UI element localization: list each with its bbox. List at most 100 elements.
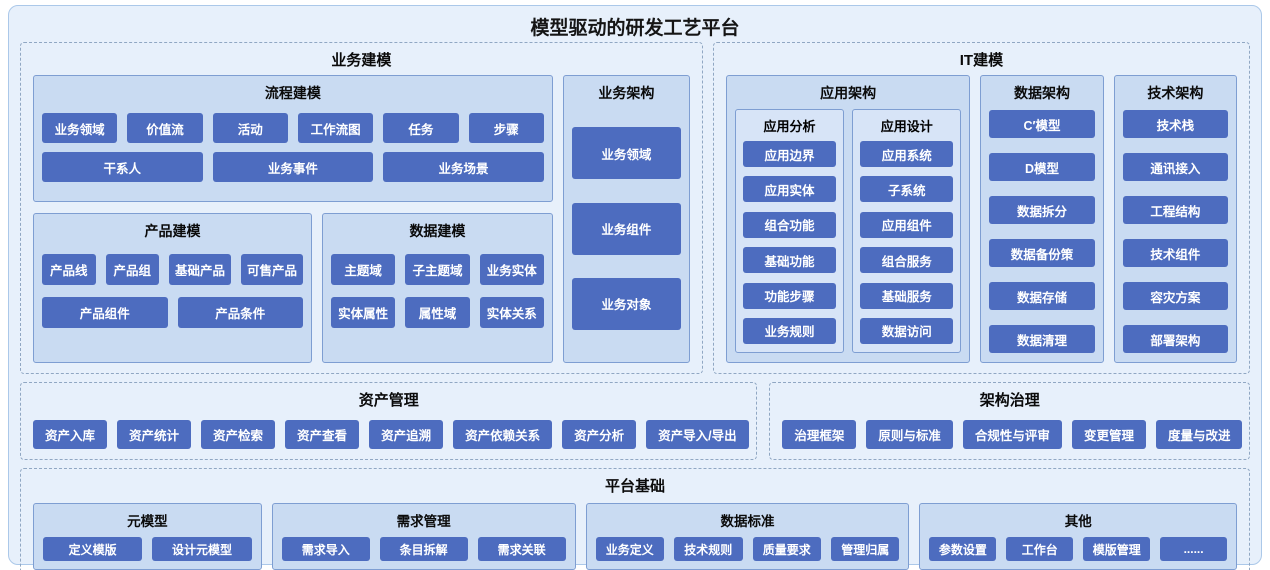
section-architecture-governance: 架构治理 治理框架 原则与标准 合规性与评审 变更管理 度量与改进 xyxy=(769,382,1250,460)
module-tile[interactable]: 工作台 xyxy=(1006,537,1074,561)
module-tile[interactable]: 资产统计 xyxy=(117,420,192,449)
module-tile[interactable]: 资产入库 xyxy=(33,420,108,449)
module-tile[interactable]: 工作流图 xyxy=(297,113,374,143)
module-tile[interactable]: 技术规则 xyxy=(674,537,743,561)
module-tile[interactable]: 功能步骤 xyxy=(742,282,837,309)
module-tile[interactable]: 基础服务 xyxy=(860,282,954,309)
module-tile[interactable]: 需求导入 xyxy=(281,537,370,561)
module-tile[interactable]: ...... xyxy=(1160,537,1228,561)
module-tile[interactable]: 实体关系 xyxy=(479,297,544,328)
module-tile[interactable]: 数据备份策 xyxy=(989,239,1095,267)
module-tile[interactable]: 业务领域 xyxy=(571,127,681,180)
module-tile[interactable]: 步骤 xyxy=(468,113,544,143)
tile-row: 业务定义 技术规则 质量要求 管理归属 xyxy=(595,537,900,561)
module-tile[interactable]: 资产查看 xyxy=(285,420,360,449)
module-tile[interactable]: 资产追溯 xyxy=(369,420,444,449)
module-tile[interactable]: 业务规则 xyxy=(742,317,837,344)
panel-technology-architecture: 技术架构 技术栈 通讯接入 工程结构 技术组件 容灾方案 部署架构 xyxy=(1113,75,1237,363)
panel-title-meta-model: 元模型 xyxy=(127,514,168,529)
module-tile[interactable]: 组合服务 xyxy=(860,247,954,274)
module-tile[interactable]: 管理归属 xyxy=(830,537,900,561)
subpanel-title-application-design: 应用设计 xyxy=(880,119,933,134)
module-tile[interactable]: 原则与标准 xyxy=(866,420,953,449)
module-tile[interactable]: 可售产品 xyxy=(241,254,304,285)
module-tile[interactable]: 产品线 xyxy=(42,254,96,285)
module-tile[interactable]: 质量要求 xyxy=(752,537,821,561)
tile-row: 干系人 业务事件 业务场景 xyxy=(42,152,544,182)
panel-title-data-modeling: 数据建模 xyxy=(409,223,466,239)
module-tile[interactable]: 实体属性 xyxy=(331,297,396,328)
module-tile[interactable]: 价值流 xyxy=(127,113,203,143)
section-title-asset-management: 资产管理 xyxy=(358,392,419,409)
module-tile[interactable]: 子系统 xyxy=(860,176,954,203)
module-tile[interactable]: 业务定义 xyxy=(595,537,665,561)
module-tile[interactable]: 应用系统 xyxy=(860,141,954,167)
module-tile[interactable]: 资产依赖关系 xyxy=(453,420,553,449)
module-tile[interactable]: 数据访问 xyxy=(860,317,954,344)
module-tile[interactable]: 组合功能 xyxy=(742,211,837,238)
module-tile[interactable]: 子主题域 xyxy=(405,254,470,285)
module-tile[interactable]: 干系人 xyxy=(42,152,203,182)
module-tile[interactable]: 业务领域 xyxy=(42,113,118,143)
module-tile[interactable]: 技术组件 xyxy=(1122,239,1228,267)
module-tile[interactable]: 合规性与评审 xyxy=(962,420,1062,449)
module-tile[interactable]: 业务组件 xyxy=(571,202,681,255)
module-tile[interactable]: 数据拆分 xyxy=(989,196,1095,224)
module-tile[interactable]: 业务对象 xyxy=(571,277,681,330)
tile-row: 实体属性 属性域 实体关系 xyxy=(331,297,544,328)
panel-title-data-architecture: 数据架构 xyxy=(1014,85,1071,101)
module-tile[interactable]: 需求关联 xyxy=(477,537,566,561)
module-tile[interactable]: 变更管理 xyxy=(1071,420,1146,449)
application-architecture-body: 应用分析 应用边界 应用实体 组合功能 基础功能 功能步骤 业务规则 xyxy=(734,109,962,353)
panel-meta-model: 元模型 定义模版 设计元模型 xyxy=(33,503,262,570)
module-tile[interactable]: 模版管理 xyxy=(1083,537,1151,561)
panel-title-product-modeling: 产品建模 xyxy=(144,223,201,239)
module-tile[interactable]: 基础产品 xyxy=(169,254,232,285)
module-tile[interactable]: 设计元模型 xyxy=(152,537,252,561)
module-tile[interactable]: 容灾方案 xyxy=(1122,282,1228,310)
panel-title-application-architecture: 应用架构 xyxy=(820,85,877,101)
module-tile[interactable]: 产品条件 xyxy=(177,297,304,328)
module-tile[interactable]: 工程结构 xyxy=(1122,196,1228,224)
platform-foundation-body: 元模型 定义模版 设计元模型 需求管理 需求导入 条目拆解 需求关联 数据标准 … xyxy=(33,503,1237,570)
module-tile[interactable]: 产品组件 xyxy=(42,297,168,328)
module-tile[interactable]: 度量与改进 xyxy=(1155,420,1243,449)
module-tile[interactable]: 属性域 xyxy=(405,297,470,328)
subpanel-application-design: 应用设计 应用系统 子系统 应用组件 组合服务 基础服务 数据访问 xyxy=(852,109,962,353)
panel-others: 其他 参数设置 工作台 模版管理 ...... xyxy=(919,503,1237,570)
module-tile[interactable]: 资产检索 xyxy=(201,420,276,449)
module-tile[interactable]: 通讯接入 xyxy=(1122,153,1228,181)
module-tile[interactable]: 数据清理 xyxy=(989,325,1095,353)
module-tile[interactable]: 主题域 xyxy=(331,254,396,285)
section-asset-management: 资产管理 资产入库 资产统计 资产检索 资产查看 资产追溯 资产依赖关系 资产分… xyxy=(20,382,758,460)
module-tile[interactable]: C′模型 xyxy=(989,110,1095,138)
business-modeling-left-column: 流程建模 业务领域 价值流 活动 工作流图 任务 步骤 干系人 业务事件 xyxy=(33,75,553,363)
tile-stack: 应用系统 子系统 应用组件 组合服务 基础服务 数据访问 xyxy=(860,141,954,344)
module-tile[interactable]: 任务 xyxy=(383,113,459,143)
module-tile[interactable]: 治理框架 xyxy=(782,420,857,449)
module-tile[interactable]: 应用组件 xyxy=(860,211,954,238)
panel-requirement-management: 需求管理 需求导入 条目拆解 需求关联 xyxy=(271,503,576,570)
module-tile[interactable]: 条目拆解 xyxy=(379,537,468,561)
module-tile[interactable]: 应用实体 xyxy=(742,176,837,203)
module-tile[interactable]: D模型 xyxy=(989,153,1095,181)
module-tile[interactable]: 产品组 xyxy=(105,254,160,285)
module-tile[interactable]: 应用边界 xyxy=(742,141,837,167)
subpanel-title-application-analysis: 应用分析 xyxy=(763,119,816,134)
module-tile[interactable]: 基础功能 xyxy=(742,247,837,274)
module-tile[interactable]: 定义模版 xyxy=(43,537,143,561)
module-tile[interactable]: 业务场景 xyxy=(383,152,544,182)
module-tile[interactable]: 业务实体 xyxy=(479,254,544,285)
module-tile[interactable]: 活动 xyxy=(212,113,288,143)
section-platform-foundation: 平台基础 元模型 定义模版 设计元模型 需求管理 需求导入 条目拆解 需求关联 … xyxy=(20,468,1250,570)
module-tile[interactable]: 资产分析 xyxy=(562,420,637,449)
module-tile[interactable]: 技术栈 xyxy=(1122,110,1228,138)
module-tile[interactable]: 部署架构 xyxy=(1122,325,1228,353)
module-tile[interactable]: 资产导入/导出 xyxy=(646,420,749,449)
module-tile[interactable]: 业务事件 xyxy=(212,152,374,182)
module-tile[interactable]: 数据存储 xyxy=(989,282,1095,310)
panel-application-architecture: 应用架构 应用分析 应用边界 应用实体 组合功能 基础功能 功能步骤 业务规则 xyxy=(725,75,971,363)
section-title-business-modeling: 业务建模 xyxy=(331,52,392,69)
module-tile[interactable]: 参数设置 xyxy=(929,537,997,561)
tile-row: 资产入库 资产统计 资产检索 资产查看 资产追溯 资产依赖关系 资产分析 资产导… xyxy=(33,420,749,449)
